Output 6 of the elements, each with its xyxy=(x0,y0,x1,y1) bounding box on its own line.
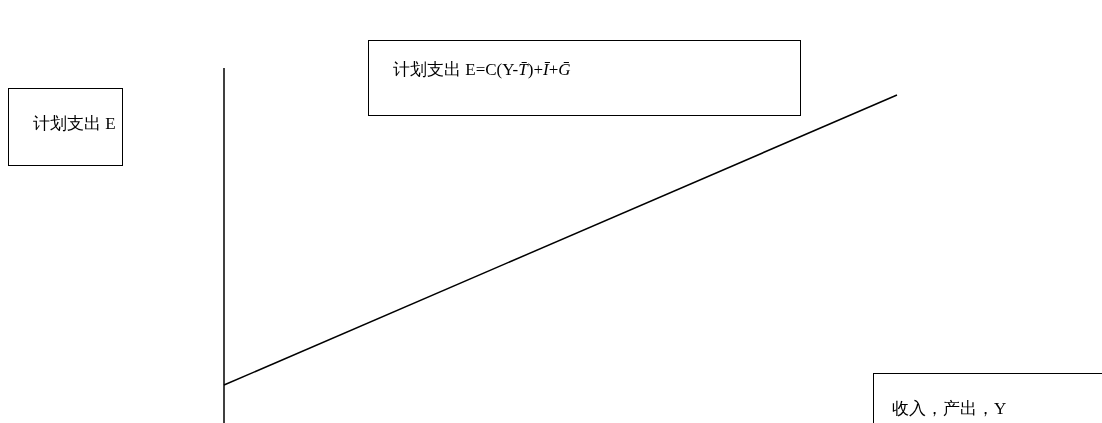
box-label: 计划支出 E=C(Y-T̄)+Ī+Ḡ xyxy=(393,59,572,81)
text-box xyxy=(873,373,1102,423)
text-box xyxy=(368,40,801,116)
box-label: 计划支出 E xyxy=(33,113,117,135)
text-box xyxy=(8,88,123,166)
box-label: 收入，产出，Y xyxy=(892,398,1008,420)
